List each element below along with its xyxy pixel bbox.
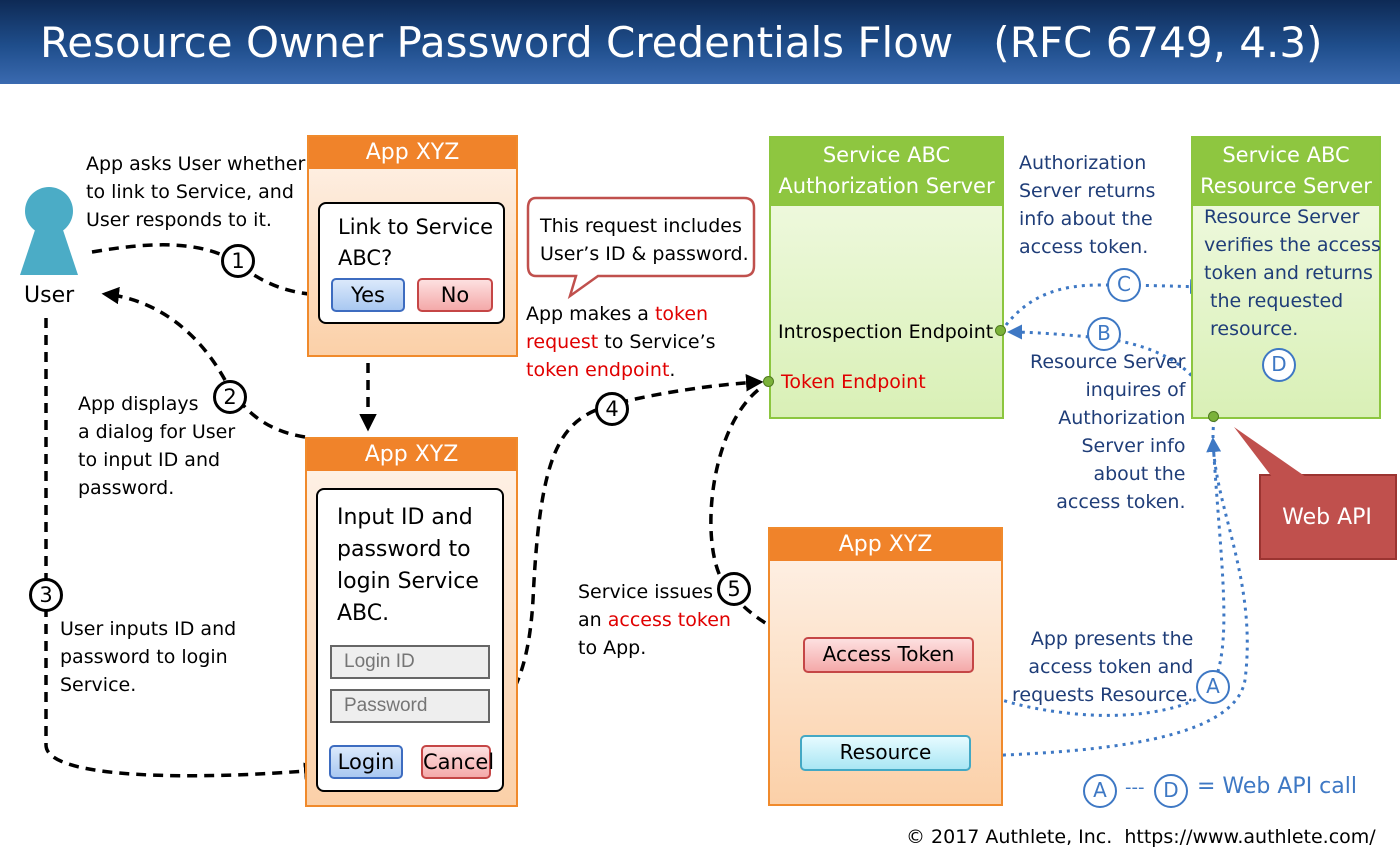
introspection-endpoint-dot <box>995 325 1006 336</box>
cancel-button[interactable]: Cancel <box>421 745 494 779</box>
resource-server-title: Service ABC Resource Server <box>1193 138 1379 206</box>
footer-copyright: © 2017 Authlete, Inc. https://www.authle… <box>906 826 1376 848</box>
app-xyz-title-1: App XYZ <box>309 137 516 169</box>
introspection-endpoint-label: Introspection Endpoint <box>778 321 994 343</box>
arrow-step1 <box>91 243 334 304</box>
link-dialog-prompt: Link to Service ABC? <box>338 215 494 270</box>
step1-text: App asks User whether to link to Service… <box>86 153 306 231</box>
step5-text: Service issues an access token to App. <box>578 581 731 659</box>
step-number-1: 1 <box>221 244 255 278</box>
resource-chip: Resource <box>800 735 971 771</box>
token-endpoint-label: Token Endpoint <box>781 371 926 393</box>
web-api-letter-a: A <box>1196 670 1230 704</box>
step4-text: App makes a token request to Service’s t… <box>526 303 716 381</box>
web-api-c-text: Authorization Server returns info about … <box>1019 152 1156 258</box>
login-dialog <box>316 488 504 792</box>
step-number-2: 2 <box>213 380 247 414</box>
login-button[interactable]: Login <box>329 745 403 779</box>
arrow-step5 <box>709 388 802 643</box>
legend-letter-a: A <box>1083 774 1117 808</box>
request-callout-text: This request includes User’s ID & passwo… <box>540 215 749 265</box>
token-endpoint-dot <box>763 376 774 387</box>
legend-dash: --- <box>1125 777 1145 798</box>
page-title: Resource Owner Password Credentials Flow… <box>40 18 1323 67</box>
arrow-step2 <box>101 286 306 439</box>
app-xyz-title-3: App XYZ <box>770 529 1001 561</box>
login-id-field[interactable] <box>330 645 490 679</box>
web-api-b-text: Resource Server inquires of Authorizatio… <box>1030 351 1186 513</box>
header-bar <box>0 0 1400 84</box>
arrow-web-api-c <box>1004 279 1205 326</box>
web-api-callout-shape <box>1234 427 1397 560</box>
web-api-callout-label: Web API <box>1282 505 1372 530</box>
arrow-step3 <box>44 318 322 780</box>
web-api-endpoint-dot <box>1208 411 1219 422</box>
step2-text: App displays a dialog for User to input … <box>78 393 236 499</box>
access-token-chip: Access Token <box>803 637 974 673</box>
password-field[interactable] <box>330 689 490 723</box>
step-number-5: 5 <box>717 572 751 606</box>
legend-text: = Web API call <box>1197 774 1357 799</box>
web-api-a-text: App presents the access token and reques… <box>1012 628 1194 706</box>
request-callout-shape <box>526 196 756 300</box>
authorization-server-title: Service ABC Authorization Server <box>771 138 1002 206</box>
web-api-letter-b: B <box>1087 317 1121 351</box>
app-xyz-title-2: App XYZ <box>307 439 516 471</box>
user-icon <box>20 187 78 275</box>
login-dialog-prompt: Input ID and password to login Service A… <box>337 505 479 626</box>
step3-text: User inputs ID and password to login Ser… <box>60 618 237 696</box>
step-number-4: 4 <box>595 392 629 426</box>
web-api-letter-d: D <box>1262 348 1296 382</box>
resource-server-description: Resource Server verifies the access toke… <box>1204 206 1381 340</box>
authorization-server-box: Service ABC Authorization Server <box>769 136 1004 419</box>
step-number-3: 3 <box>29 578 63 612</box>
web-api-letter-c: C <box>1107 268 1141 302</box>
yes-button[interactable]: Yes <box>331 278 405 312</box>
no-button[interactable]: No <box>417 278 493 312</box>
legend-letter-d: D <box>1154 774 1188 808</box>
user-label: User <box>24 283 75 308</box>
